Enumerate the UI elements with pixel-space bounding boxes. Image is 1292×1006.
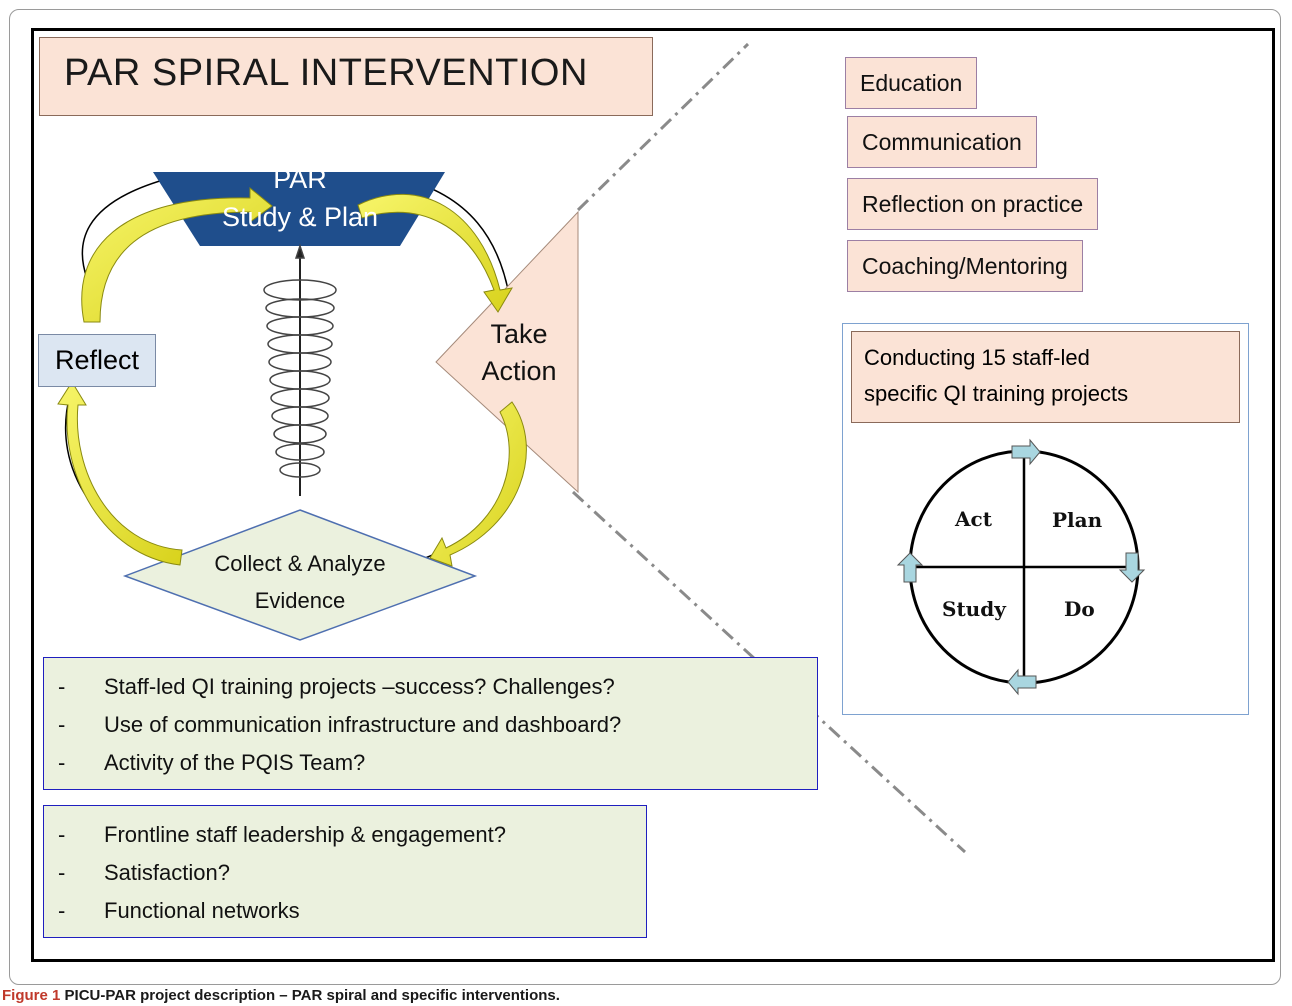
questions-box-1: -Staff-led QI training projects –success… xyxy=(43,657,818,790)
cycle-arrows xyxy=(57,186,527,567)
take-action-line1: Take xyxy=(490,319,548,349)
intervention-communication: Communication xyxy=(847,116,1037,168)
list-item: -Functional networks xyxy=(58,898,300,923)
arrow-plan-to-action xyxy=(357,193,513,313)
arrow-reflect-to-plan xyxy=(81,186,273,323)
list-item: -Frontline staff leadership & engagement… xyxy=(58,822,506,847)
questions-box-2: -Frontline staff leadership & engagement… xyxy=(43,805,647,938)
questions-list-2: -Frontline staff leadership & engagement… xyxy=(44,816,646,930)
pdsa-arrow-right xyxy=(1118,552,1146,583)
spiral-icon xyxy=(263,243,337,496)
study-plan-line2: Study & Plan xyxy=(221,202,379,232)
intervention-coaching: Coaching/Mentoring xyxy=(847,240,1083,292)
collect-line1: Collect & Analyze xyxy=(214,551,386,576)
reflect-box: Reflect xyxy=(38,334,156,387)
questions-list-1: -Staff-led QI training projects –success… xyxy=(44,668,817,782)
list-item: -Satisfaction? xyxy=(58,860,230,885)
study-plan-line1: PAR xyxy=(273,164,327,194)
zoom-line-top xyxy=(576,42,750,212)
title-box: PAR SPIRAL INTERVENTION xyxy=(39,37,653,116)
caption-label: Figure 1 xyxy=(2,987,61,1004)
pdsa-arrow-top xyxy=(1011,438,1041,466)
list-item: -Staff-led QI training projects –success… xyxy=(58,674,615,699)
pdsa-study: Study xyxy=(942,597,1006,621)
collect-diamond xyxy=(122,509,478,641)
qi-line1: Conducting 15 staff-led xyxy=(864,345,1090,370)
list-item: -Activity of the PQIS Team? xyxy=(58,750,366,775)
intervention-education: Education xyxy=(845,57,978,109)
diagram-frame xyxy=(31,28,1275,962)
arrow-action-to-collect xyxy=(429,401,527,567)
arrow-collect-to-reflect xyxy=(57,381,183,566)
take-action-label: Take Action xyxy=(464,316,574,390)
study-plan-pentagon xyxy=(153,172,445,246)
pdsa-plan: Plan xyxy=(1052,508,1103,532)
pdsa-arrow-left xyxy=(896,552,924,583)
pdsa-act: Act xyxy=(955,507,992,531)
qi-line2: specific QI training projects xyxy=(864,381,1129,406)
figure-caption: Figure 1 PICU-PAR project description – … xyxy=(2,987,560,1004)
pdsa-arrow-bottom xyxy=(1007,668,1037,696)
caption-text: PICU-PAR project description – PAR spira… xyxy=(64,987,560,1004)
qi-panel xyxy=(842,323,1249,715)
collect-label: Collect & Analyze Evidence xyxy=(180,545,420,619)
take-action-line2: Action xyxy=(481,356,557,386)
list-item: -Use of communication infrastructure and… xyxy=(58,712,622,737)
intervention-reflection: Reflection on practice xyxy=(847,178,1099,230)
collect-line2: Evidence xyxy=(254,588,346,613)
qi-heading-box: Conducting 15 staff-led specific QI trai… xyxy=(851,331,1240,423)
study-plan-label: PAR Study & Plan xyxy=(200,160,400,236)
pdsa-diagram xyxy=(896,438,1146,696)
page-title: PAR SPIRAL INTERVENTION xyxy=(64,52,588,94)
pdsa-do: Do xyxy=(1064,597,1095,621)
